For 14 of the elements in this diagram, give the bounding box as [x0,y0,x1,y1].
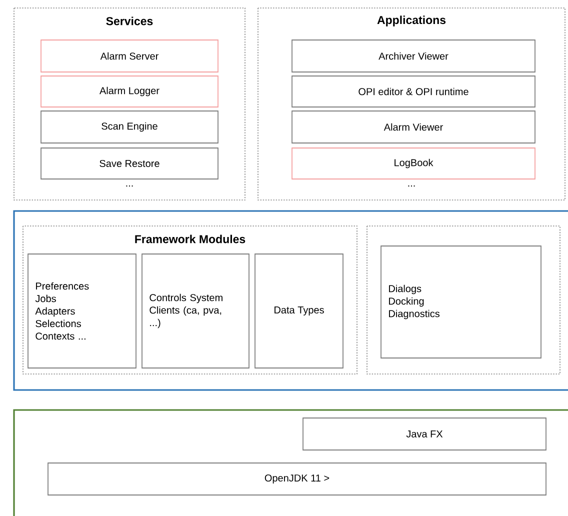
service-box: Save Restore [40,148,218,180]
application-box: LogBook [292,148,536,180]
module-box: Data Types [254,254,344,368]
service-box: Alarm Logger [40,76,218,108]
module-box: Controls System Clients (ca, pva, ...) [142,254,250,368]
module-box: Dialogs Docking Diagnostics [380,246,542,358]
module-box: Preferences Jobs Adapters Selections Contexts ... [28,254,136,368]
application-box: OPI editor & OPI runtime [292,76,536,108]
application-box: Archiver Viewer [292,40,536,72]
service-box: Alarm Server [40,40,218,72]
platform-box: Java FX [302,418,546,450]
platform-box: OpenJDK 11 > [48,462,546,496]
application-box: Alarm Viewer [292,110,536,144]
service-box: Scan Engine [40,110,218,144]
